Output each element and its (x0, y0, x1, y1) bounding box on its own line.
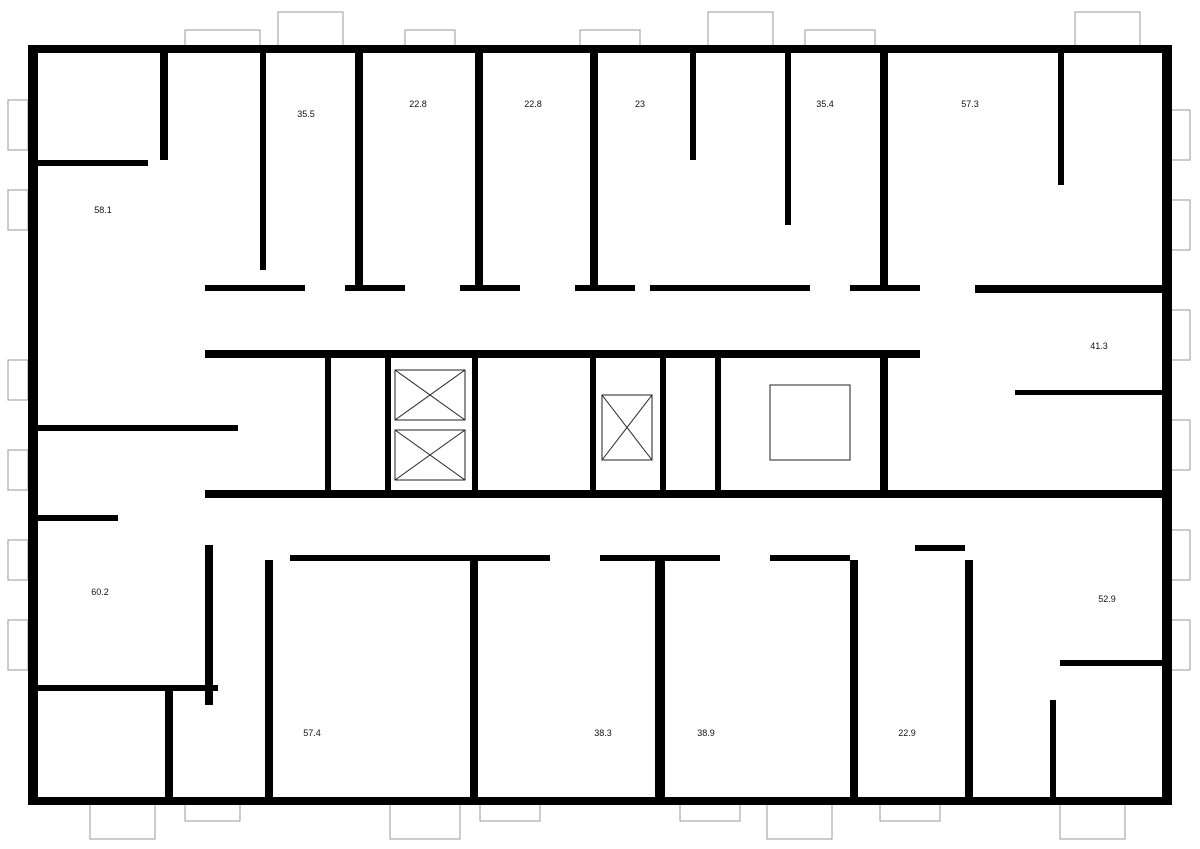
apartment-area-label: 52.9 (1098, 594, 1116, 604)
apartment-area-label: 23 (634, 99, 646, 109)
apartment-area-label: 35.5 (297, 109, 315, 119)
apartment-area-label: 57.3 (961, 99, 979, 109)
apartment-area-label: 22.8 (524, 99, 542, 109)
elevators-stairs (394, 369, 851, 481)
main-walls (28, 45, 1172, 805)
apartment-area-label: 35.4 (816, 99, 834, 109)
apartment-area-label: 22.9 (898, 728, 916, 738)
apartment-area-label: 41.3 (1090, 341, 1108, 351)
apartment-area-label: 38.9 (697, 728, 715, 738)
apartment-area-label: 38.3 (594, 728, 612, 738)
apartment-area-label: 22.8 (409, 99, 427, 109)
apartment-area-label: 58.1 (94, 205, 112, 215)
apartment-area-label: 57.4 (303, 728, 321, 738)
apartment-area-label: 60.2 (91, 587, 109, 597)
